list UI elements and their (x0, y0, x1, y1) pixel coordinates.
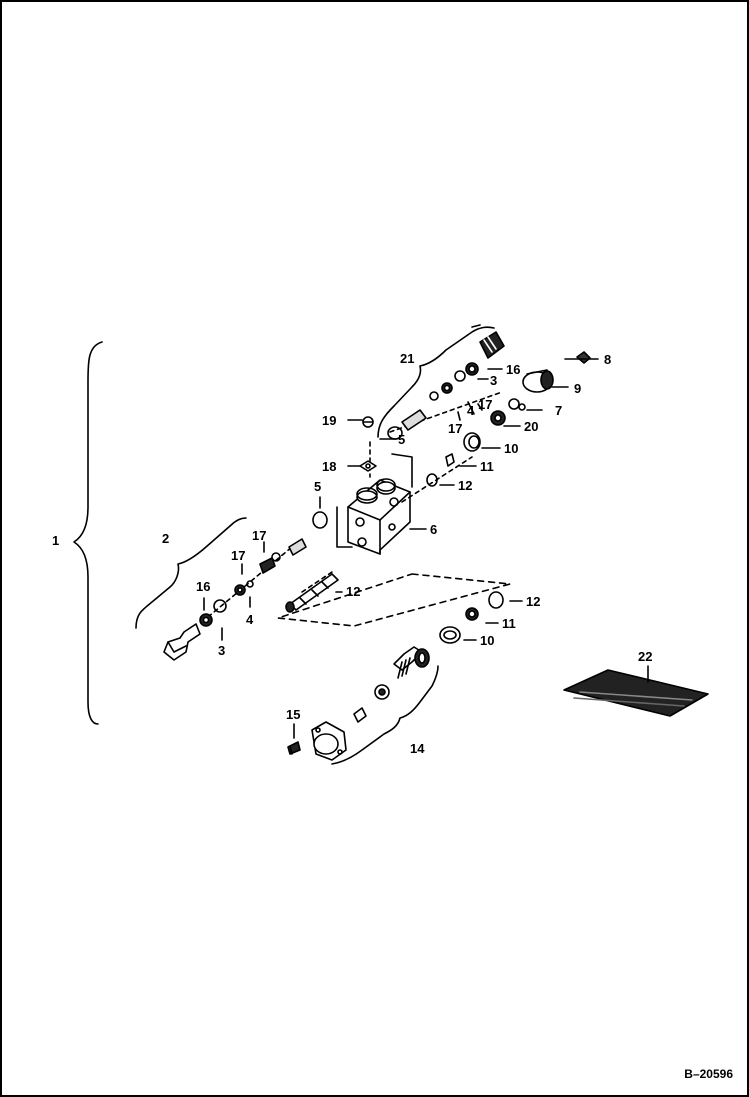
callout-5-top: 5 (398, 432, 406, 447)
callout-11-top: 11 (480, 459, 494, 474)
dashed-detail-box (278, 574, 510, 626)
callout-22: 22 (638, 649, 653, 664)
callout-17-top-lower: 17 (448, 421, 463, 436)
valve-body-6 (337, 454, 412, 554)
callout-17-left-upper: 17 (252, 528, 267, 543)
brace-assembly-21 (378, 327, 494, 437)
callout-14: 14 (410, 741, 425, 756)
callout-4-left: 4 (246, 612, 254, 627)
end-cover-part (312, 722, 346, 760)
callout-17-left-lower: 17 (231, 548, 246, 563)
callout-4-top: 4 (467, 403, 475, 418)
callout-15: 15 (286, 707, 301, 722)
callout-11-lower: 11 (502, 616, 516, 631)
callout-5-mid: 5 (314, 479, 322, 494)
callout-18: 18 (322, 459, 337, 474)
callout-20: 20 (524, 419, 539, 434)
callout-10-lower: 10 (480, 633, 495, 648)
plug-part (480, 332, 504, 358)
callout-9: 9 (574, 381, 582, 396)
callout-10-top: 10 (504, 441, 519, 456)
callout-7: 7 (555, 403, 563, 418)
bolt-part (164, 624, 200, 660)
brace-assembly-14 (332, 666, 438, 764)
callout-16-left: 16 (196, 579, 211, 594)
callout-3-top: 3 (490, 373, 498, 388)
callout-1: 1 (52, 533, 60, 548)
spool-part (289, 539, 306, 555)
callout-12-lower: 12 (526, 594, 541, 609)
callout-3-left: 3 (218, 643, 226, 658)
figure-id: B–20596 (684, 1067, 733, 1081)
callout-17-top: 17 (478, 397, 493, 412)
callout-19: 19 (322, 413, 337, 428)
brace-assembly-2 (136, 518, 246, 628)
callout-16-top: 16 (506, 362, 521, 377)
callout-6: 6 (430, 522, 438, 537)
brace-assembly-1 (74, 342, 102, 724)
callout-8: 8 (604, 352, 612, 367)
callout-21: 21 (400, 351, 415, 366)
callout-12-top: 12 (458, 478, 473, 493)
callout-2: 2 (162, 531, 170, 546)
callout-12-mid: 12 (346, 584, 361, 599)
